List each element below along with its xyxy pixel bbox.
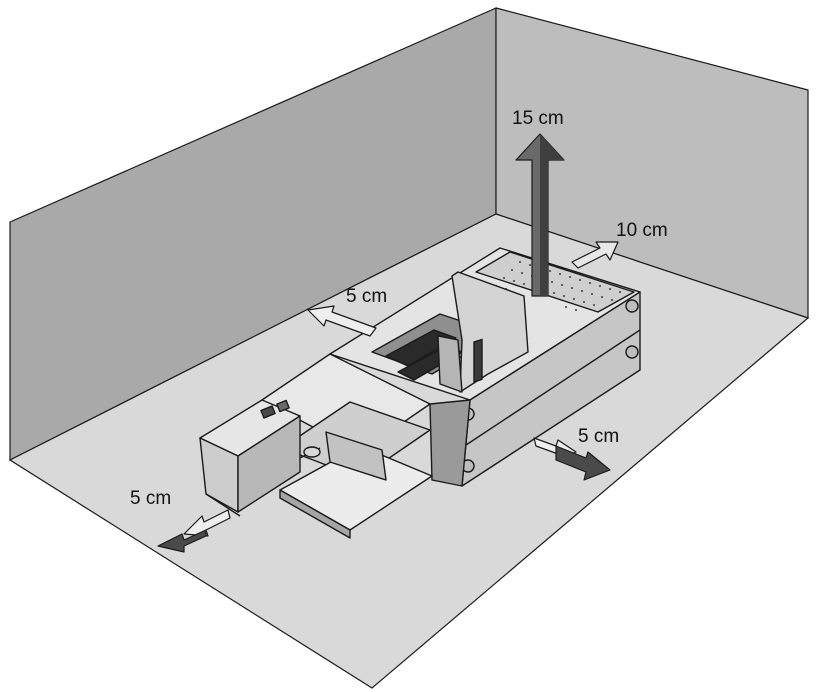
control-panel-button	[276, 399, 290, 413]
front-module-side	[237, 415, 301, 513]
hopper-slot	[473, 338, 483, 383]
tray-divider	[325, 431, 387, 481]
clearance-arrows	[157, 133, 619, 553]
control-panel-button	[260, 405, 276, 419]
label-left-side-clearance: 5 cm	[346, 286, 387, 307]
arrow-back-right	[571, 241, 619, 269]
label-top-clearance: 15 cm	[512, 108, 564, 129]
side-seam	[465, 329, 641, 446]
label-front-clearance: 5 cm	[130, 488, 171, 509]
arrow-front-dark	[157, 529, 207, 553]
label-back-clearance: 10 cm	[616, 220, 668, 241]
housing-front-edge	[429, 399, 471, 487]
output-tray-front	[279, 489, 351, 539]
label-right-side-clearance: 5 cm	[578, 426, 619, 447]
screw	[625, 345, 639, 359]
printer-device	[199, 247, 641, 539]
front-module-base	[205, 493, 241, 517]
screw	[625, 299, 639, 313]
tray-roller	[303, 446, 321, 458]
hopper-inner	[437, 335, 463, 393]
vent-panel	[475, 251, 635, 313]
clearance-labels: 15 cm 10 cm 5 cm 5 cm 5 cm	[130, 108, 668, 509]
hopper-wall	[451, 271, 529, 393]
arrow-right-side-dark	[555, 445, 611, 481]
arrow-left-side	[307, 305, 377, 337]
